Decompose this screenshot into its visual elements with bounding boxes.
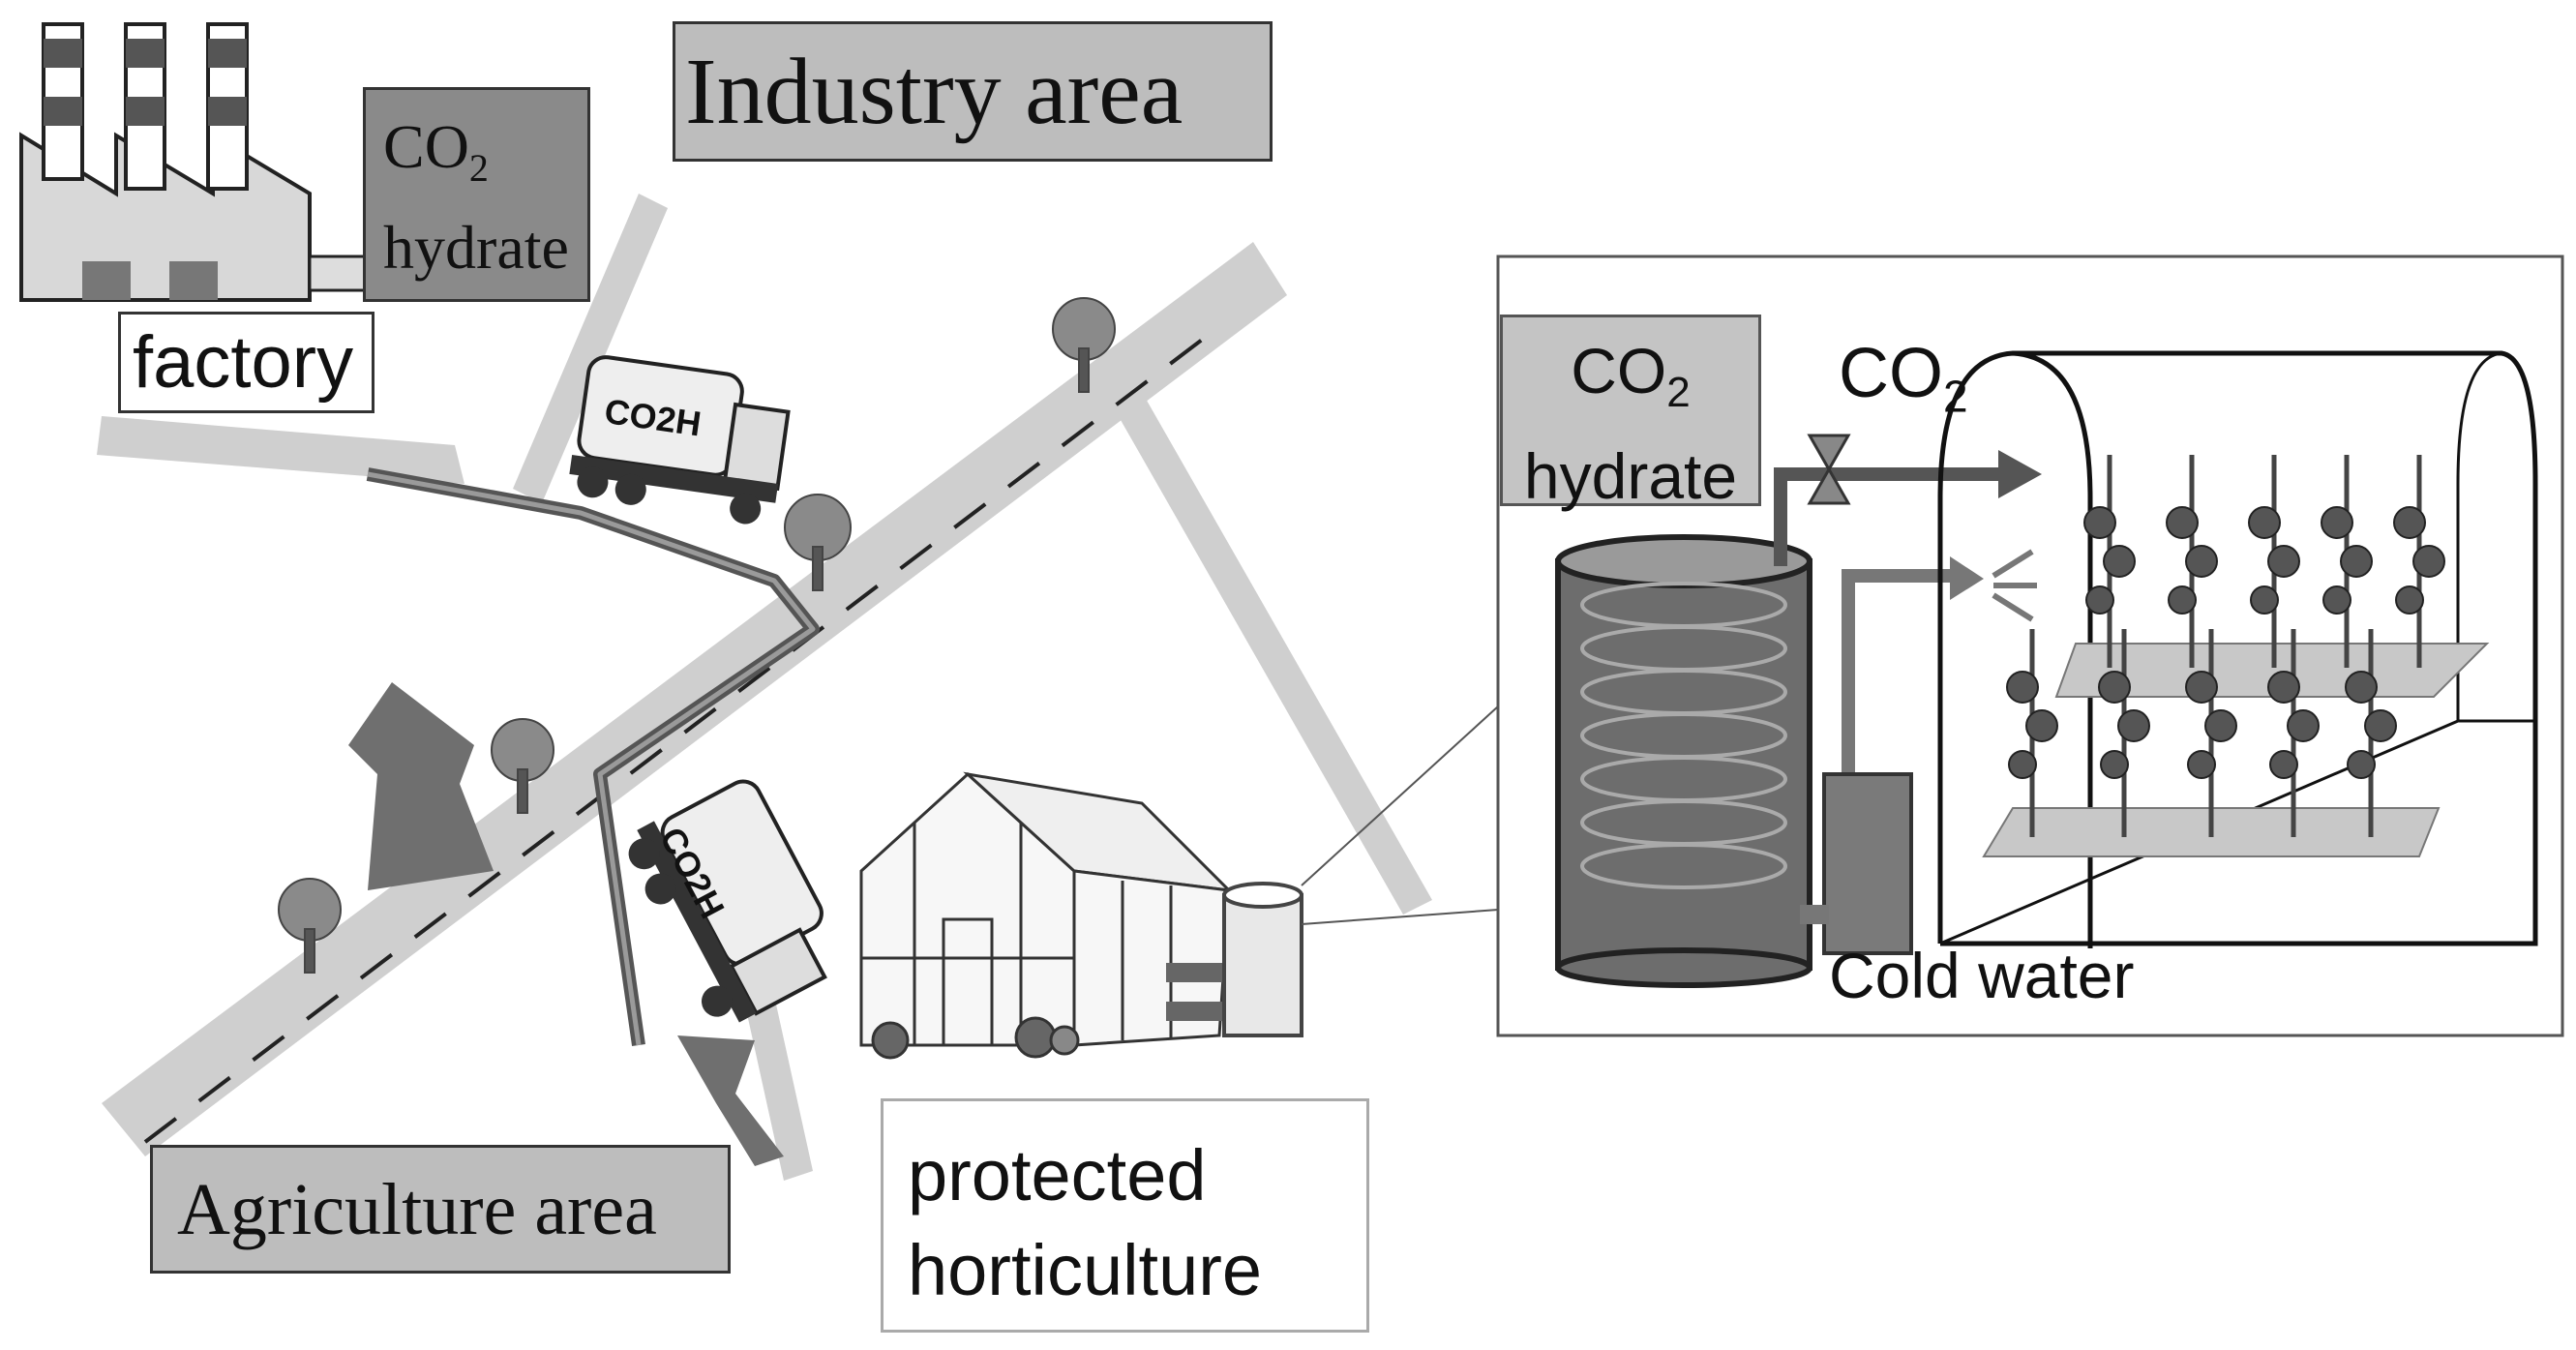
- road-centre-line: [143, 332, 1212, 1144]
- valve-icon: [1807, 434, 1851, 505]
- plant-icon: [2267, 629, 2320, 837]
- plant-icon: [2248, 455, 2300, 668]
- cold-water-label: Cold water: [1829, 940, 2135, 1011]
- factory-hydrate-text: hydrate: [383, 212, 569, 282]
- protected-horticulture-label: protected horticulture: [881, 1098, 1369, 1333]
- factory-branch-road: [513, 194, 668, 503]
- industry-area-label: Industry area: [673, 21, 1273, 162]
- callout-line-bottom: [1301, 909, 1499, 925]
- tree-icon: [491, 718, 554, 814]
- factory-co-text: CO: [383, 112, 469, 181]
- plant-icon: [2083, 455, 2136, 668]
- plant-icon: [2006, 629, 2058, 837]
- tunnel-greenhouse-icon: [1937, 350, 2538, 948]
- plant-icon: [2098, 629, 2150, 837]
- inset-co2-hydrate-label: CO2 hydrate: [1500, 315, 1761, 512]
- pipeline-inner: [367, 471, 816, 1046]
- plant-icon: [2321, 455, 2373, 668]
- tree-icon: [1052, 297, 1116, 393]
- plant-icon: [2345, 629, 2397, 837]
- co2-output-label: CO2: [1839, 334, 1968, 422]
- callout-line-top: [1301, 705, 1499, 886]
- hydrate-tank-icon: [1555, 534, 1812, 988]
- tree-icon: [278, 878, 342, 974]
- funnel-arrow: [677, 1035, 784, 1166]
- tree-icon: [784, 494, 852, 591]
- cold-water-unit: [1822, 772, 1913, 955]
- inset-hydrate-text: hydrate: [1523, 440, 1738, 513]
- co2-gas-arrowhead: [1998, 450, 2042, 498]
- factory-co-subscript: 2: [468, 145, 489, 190]
- horticulture-line1: protected: [908, 1135, 1207, 1215]
- greenhouse-icon: [859, 771, 1234, 1060]
- water-pipe: [1842, 569, 1955, 803]
- connector-pipe: [1800, 905, 1829, 924]
- plant-icon: [2166, 455, 2218, 668]
- greenhouse-tank-icon: [1166, 882, 1303, 1037]
- inset-co-subscript: 2: [1666, 369, 1691, 417]
- main-diagonal-road: [102, 242, 1287, 1156]
- water-arrowhead: [1950, 556, 1984, 600]
- tree-icons: [278, 297, 1116, 974]
- inset-co-text: CO: [1571, 335, 1667, 406]
- truck-icon-2: [628, 779, 827, 1023]
- truck-icon-1: [569, 355, 791, 525]
- plant-tray-back: [2054, 643, 2490, 698]
- right-diagonal-road: [1113, 392, 1432, 915]
- horticulture-line2: horticulture: [908, 1230, 1263, 1310]
- co2-output-subscript: 2: [1943, 371, 1968, 422]
- plant-icon: [2393, 455, 2445, 668]
- spray-icon: [1992, 549, 2037, 622]
- factory-label: factory: [118, 312, 374, 413]
- factory-co2-hydrate-label: CO2 hydrate: [363, 87, 590, 302]
- co2-output-text: CO: [1839, 335, 1943, 412]
- flow-arrow-down: [348, 682, 494, 890]
- factory-icon: [19, 22, 370, 302]
- co2-gas-pipe: [1774, 467, 2003, 566]
- tomato-plants: [2006, 455, 2445, 837]
- agriculture-area-label: Agriculture area: [150, 1145, 731, 1274]
- plant-icon: [2185, 629, 2237, 837]
- top-left-road: [97, 416, 464, 484]
